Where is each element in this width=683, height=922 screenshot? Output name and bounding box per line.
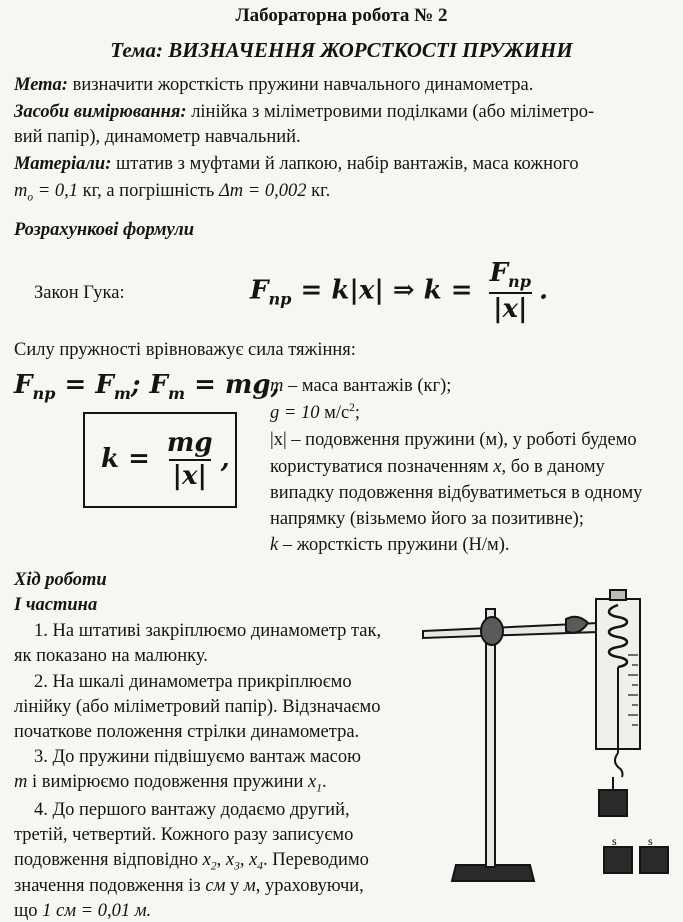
goal-text: визначити жорсткість пружини навчального… bbox=[72, 75, 534, 95]
hooke-formula: Fпр = k|x| ⇒ k = Fпр|x|. bbox=[250, 258, 549, 324]
step-4-line-1: 4. До першого вантажу додаємо другий, bbox=[34, 800, 350, 820]
step-1-line-2: як показано на малюнку. bbox=[14, 646, 208, 666]
weight-1-label: s bbox=[612, 834, 617, 848]
topic-line: Тема: ВИЗНАЧЕННЯ ЖОРСТКОСТІ ПРУЖИНИ bbox=[0, 38, 683, 63]
legend-x-2: користуватися позначенням x, бо в даному bbox=[270, 457, 605, 477]
hooke-label: Закон Гука: bbox=[34, 283, 125, 303]
balance-text: Силу пружності врівноважує сила тяжіння: bbox=[14, 340, 356, 360]
weight-2-label: s bbox=[648, 834, 653, 848]
materials-text-1: штатив з муфтами й лапкою, набір вантажі… bbox=[116, 154, 579, 174]
stand-base bbox=[450, 864, 536, 882]
materials-label: Матеріали: bbox=[14, 154, 112, 174]
legend-x: |x| – подовження пружини (м), у роботі б… bbox=[270, 430, 637, 450]
loose-weight-1 bbox=[603, 846, 633, 874]
tools-text-1: лінійка з міліметровими поділками (або м… bbox=[191, 102, 595, 122]
procedure-heading: Хід роботи bbox=[14, 570, 107, 590]
hooke-fraction: Fпр|x| bbox=[489, 258, 532, 324]
topic-label: Тема: bbox=[110, 38, 164, 62]
topic-text: ВИЗНАЧЕННЯ ЖОРСТКОСТІ ПРУЖИНИ bbox=[168, 38, 573, 62]
legend-m: m – маса вантажів (кг); bbox=[270, 376, 452, 396]
dynamometer-hook-top bbox=[609, 589, 627, 601]
tools-line-2: вий папір), динамометр навчальний. bbox=[14, 127, 301, 147]
materials-line: Матеріали: штатив з муфтами й лапкою, на… bbox=[14, 153, 676, 175]
k-formula: k = mg|x|, bbox=[101, 428, 230, 492]
step-2-line-1: 2. На шкалі динамометра прикріплюємо bbox=[34, 672, 352, 692]
tools-line: Засоби вимірювання: лінійка з міліметров… bbox=[14, 101, 676, 123]
step-4-line-5: що 1 см = 0,01 м. bbox=[14, 901, 152, 921]
legend-g: g = 10 м/с2; bbox=[270, 402, 361, 424]
step-3-line-2: m і вимірюємо подовження пружини x1. bbox=[14, 772, 327, 795]
step-2-line-3: початкове положення стрілки динамометра. bbox=[14, 722, 360, 742]
dynamometer-hook bbox=[614, 752, 624, 778]
step-1-line-1: 1. На штативі закріплюємо динамометр так… bbox=[34, 621, 382, 641]
clamp-paw bbox=[565, 615, 590, 634]
step-4-line-3: подовження відповідно x2, x3, x4. Перево… bbox=[14, 850, 369, 873]
stand-rod bbox=[485, 608, 496, 868]
k-formula-box: k = mg|x|, bbox=[83, 412, 237, 508]
legend-x-4: напрямку (візьмемо його за позитивне); bbox=[270, 509, 584, 529]
goal-label: Мета: bbox=[14, 75, 68, 95]
legend-k: k – жорсткість пружини (Н/м). bbox=[270, 535, 510, 555]
part-heading: І частина bbox=[14, 595, 98, 615]
lab-title: Лабораторна робота № 2 bbox=[235, 5, 448, 26]
step-3-line-1: 3. До пружини підвішуємо вантаж масою bbox=[34, 747, 361, 767]
loose-weight-2 bbox=[639, 846, 669, 874]
hanging-weight bbox=[598, 789, 628, 817]
formulas-heading: Розрахункові формули bbox=[14, 220, 195, 240]
goal-line: Мета: визначити жорсткість пружини навча… bbox=[14, 74, 676, 96]
spring bbox=[607, 603, 629, 669]
step-4-line-4: значення подовження із см у м, ураховуюч… bbox=[14, 876, 364, 896]
dynamometer-scale bbox=[628, 654, 638, 726]
stand-dynamometer-figure: s s bbox=[422, 589, 669, 882]
legend-x-3: випадку подовження відбуватиметься в одн… bbox=[270, 483, 643, 503]
step-2-line-2: лінійку (або міліметровий папір). Відзна… bbox=[14, 697, 381, 717]
materials-line-2: mo = 0,1 кг, а погрішність Δm = 0,002 кг… bbox=[14, 181, 331, 204]
balance-formula: Fпр = Fт; Fт = mg, bbox=[14, 370, 280, 404]
tools-label: Засоби вимірювання: bbox=[14, 102, 187, 122]
step-4-line-2: третій, четвертий. Кожного разу записуєм… bbox=[14, 825, 354, 845]
clamp-muff bbox=[480, 616, 504, 646]
